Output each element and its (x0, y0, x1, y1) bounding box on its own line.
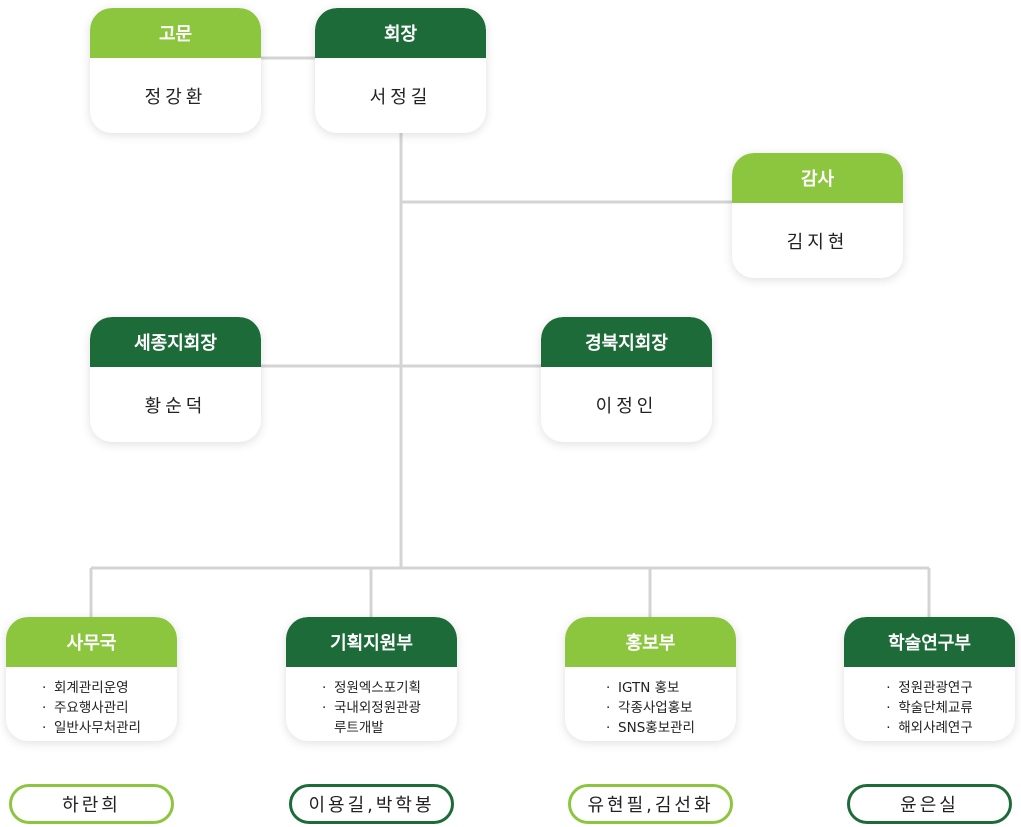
duty-item: 정원엑스포기획 (322, 678, 421, 698)
president-name: 서정길 (369, 86, 432, 108)
president-title: 회장 (315, 8, 486, 58)
dept-planning-title: 기획지원부 (286, 617, 457, 667)
duty-item: 회계관리운영 (42, 678, 141, 698)
president-card: 회장 서정길 (315, 8, 486, 133)
dept-pr-members: 유현필,김선화 (568, 784, 733, 824)
duty-item: 일반사무처관리 (42, 718, 141, 738)
dept-office-title: 사무국 (6, 617, 177, 667)
duty-item: 주요행사관리 (42, 698, 141, 718)
gyeongbuk-branch-name: 이정인 (595, 395, 658, 417)
advisor-name: 정강환 (144, 86, 207, 108)
auditor-card: 감사 김지현 (732, 153, 903, 278)
dept-research-members: 윤은실 (847, 784, 1012, 824)
gyeongbuk-branch-card: 경북지회장 이정인 (541, 317, 712, 442)
duty-item: SNS홍보관리 (606, 718, 695, 738)
duty-item: 정원관광연구 (886, 678, 973, 698)
duty-item: 각종사업홍보 (606, 698, 695, 718)
advisor-card: 고문 정강환 (90, 8, 261, 133)
dept-pr-title: 홍보부 (565, 617, 736, 667)
dept-planning-members: 이용길,박학봉 (289, 784, 454, 824)
dept-planning-duties: 정원엑스포기획 국내외정원관광 루트개발 (286, 667, 457, 738)
dept-office-duties: 회계관리운영 주요행사관리 일반사무처관리 (6, 667, 177, 738)
auditor-name: 김지현 (786, 231, 849, 253)
dept-pr-duties: IGTN 홍보 각종사업홍보 SNS홍보관리 (565, 667, 736, 738)
duty-item: IGTN 홍보 (606, 678, 695, 698)
duty-item: 루트개발 (334, 720, 384, 736)
advisor-title: 고문 (90, 8, 261, 58)
sejong-branch-title: 세종지회장 (90, 317, 261, 367)
dept-office-card: 사무국 회계관리운영 주요행사관리 일반사무처관리 (6, 617, 177, 741)
dept-planning-card: 기획지원부 정원엑스포기획 국내외정원관광 루트개발 (286, 617, 457, 741)
duty-item: 국내외정원관광 (322, 698, 421, 718)
dept-research-card: 학술연구부 정원관광연구 학술단체교류 해외사례연구 (844, 617, 1015, 741)
dept-office-members: 하란희 (9, 784, 174, 824)
duty-item: 학술단체교류 (886, 698, 973, 718)
auditor-title: 감사 (732, 153, 903, 203)
sejong-branch-card: 세종지회장 황순덕 (90, 317, 261, 442)
duty-item: 해외사례연구 (886, 718, 973, 738)
gyeongbuk-branch-title: 경북지회장 (541, 317, 712, 367)
dept-pr-card: 홍보부 IGTN 홍보 각종사업홍보 SNS홍보관리 (565, 617, 736, 741)
dept-research-duties: 정원관광연구 학술단체교류 해외사례연구 (844, 667, 1015, 738)
sejong-branch-name: 황순덕 (144, 395, 207, 417)
dept-research-title: 학술연구부 (844, 617, 1015, 667)
